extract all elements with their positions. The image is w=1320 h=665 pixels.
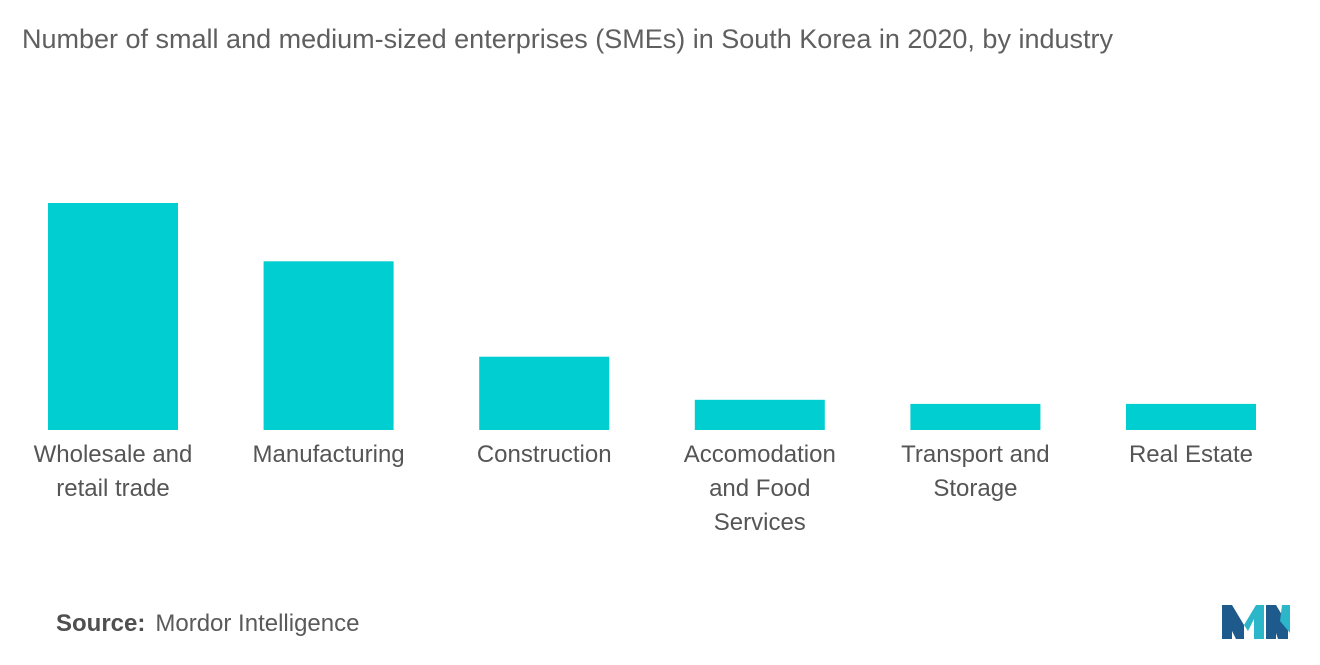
source-label: Source: bbox=[56, 610, 146, 637]
category-label-line: and Food bbox=[709, 475, 811, 502]
category-label: Real Estate bbox=[1091, 438, 1291, 472]
bar bbox=[694, 399, 825, 430]
bar bbox=[48, 203, 178, 430]
category-label-line: Wholesale and bbox=[33, 441, 193, 468]
category-label: Manufacturing bbox=[229, 438, 429, 472]
category-label-line: Transport and bbox=[901, 441, 1050, 468]
category-label: Wholesale and retail trade bbox=[13, 438, 213, 506]
bar bbox=[1126, 403, 1256, 430]
category-label-line: Construction bbox=[476, 441, 612, 468]
category-label-line: Manufacturing bbox=[252, 441, 405, 468]
category-label-line: retail trade bbox=[56, 475, 170, 502]
category-label: Construction bbox=[444, 438, 644, 472]
category-label-line: Real Estate bbox=[1128, 441, 1254, 468]
category-label-line: Accomodation bbox=[683, 441, 836, 468]
source-value: Mordor Intelligence bbox=[155, 610, 360, 637]
bar bbox=[910, 403, 1041, 430]
source-line: Source: Mordor Intelligence bbox=[56, 610, 359, 638]
mordor-intelligence-logo-icon bbox=[1222, 605, 1290, 639]
bar bbox=[263, 261, 394, 430]
category-label-line: Services bbox=[713, 509, 806, 536]
chart-title: Number of small and medium-sized enterpr… bbox=[22, 24, 1113, 54]
category-label-line: Storage bbox=[933, 475, 1018, 502]
bar bbox=[479, 356, 610, 430]
